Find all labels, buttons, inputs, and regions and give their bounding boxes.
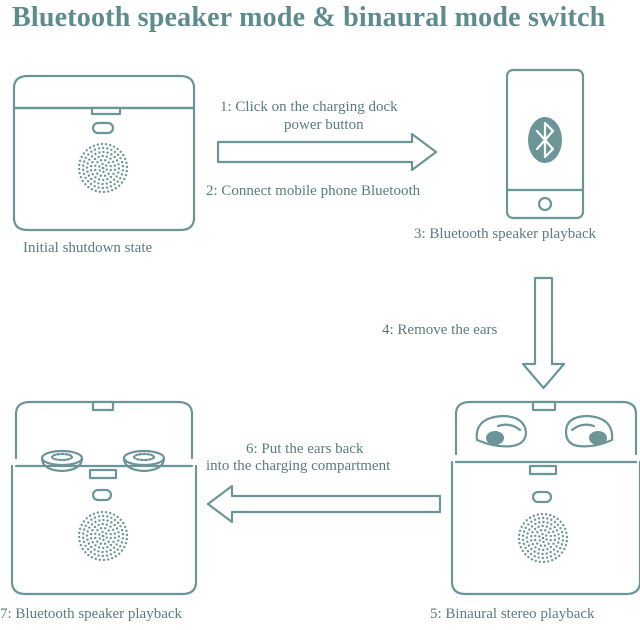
- phone-icon: [505, 68, 585, 220]
- bluetooth-icon: [528, 117, 562, 163]
- open-case-right-icon: [450, 400, 640, 596]
- speaker-grille-icon: [77, 142, 129, 194]
- earbud-in-case-icon: [40, 449, 84, 473]
- arrow-left-icon: [206, 484, 442, 524]
- step4-label: 4: Remove the ears: [382, 322, 498, 338]
- step7-label: 7: Bluetooth speaker playback: [0, 606, 183, 622]
- step6-label: 6: Put the ears back: [246, 441, 364, 457]
- open-case-left-icon: [10, 400, 198, 596]
- step5-label: 5: Binaural stereo playback: [430, 606, 595, 622]
- diagram-title: Bluetooth speaker mode & binaural mode s…: [12, 2, 606, 33]
- speaker-grille-icon: [77, 510, 129, 562]
- right-earbud-icon: [564, 414, 614, 448]
- step6-label-line2: into the charging compartment: [206, 458, 391, 474]
- initial-state-label: Initial shutdown state: [23, 240, 153, 256]
- speaker-grille-icon: [517, 512, 569, 564]
- closed-case-icon: [12, 74, 196, 232]
- step1-label-line2: power button: [284, 117, 364, 133]
- arrow-down-icon: [521, 276, 566, 390]
- step2-label: 2: Connect mobile phone Bluetooth: [206, 183, 421, 199]
- arrow-right-icon: [216, 132, 438, 172]
- earbud-in-case-icon: [122, 449, 166, 473]
- step3-label: 3: Bluetooth speaker playback: [414, 226, 597, 242]
- left-earbud-icon: [475, 414, 528, 448]
- step1-label: 1: Click on the charging dock: [220, 99, 398, 115]
